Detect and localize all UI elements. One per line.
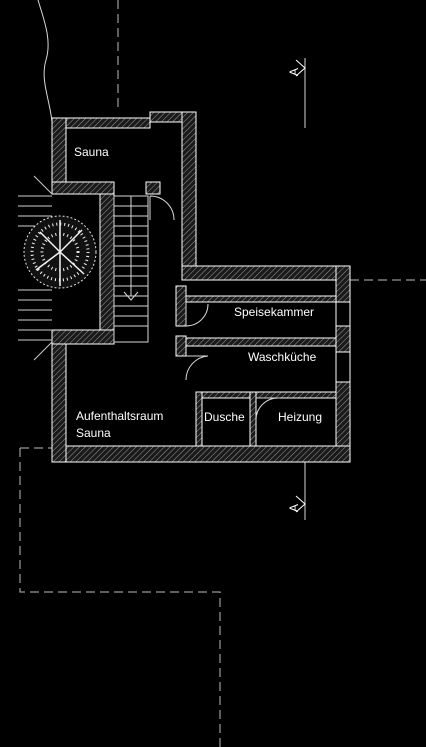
tree-icon	[23, 215, 97, 289]
walls	[51, 111, 351, 463]
room-label-speisekammer: Speisekammer	[234, 305, 314, 319]
staircase	[113, 195, 149, 343]
room-label-waschkueche: Waschküche	[248, 350, 317, 364]
window-right-1	[335, 301, 351, 327]
room-label-sauna: Sauna	[74, 145, 109, 159]
property-lines	[19, 0, 426, 747]
section-arrow-top	[295, 59, 306, 77]
room-label-aufenthalt-2: Sauna	[76, 426, 111, 440]
room-label-dusche: Dusche	[204, 410, 245, 424]
dashed-line-left-lower	[19, 448, 221, 747]
section-marker-top: A	[287, 68, 301, 76]
section-marker-bottom: A	[287, 504, 301, 512]
section-arrow-bottom	[295, 495, 306, 513]
terrain-contour	[37, 0, 53, 123]
room-label-aufenthalt-1: Aufenthaltsraum	[76, 409, 163, 423]
room-label-heizung: Heizung	[278, 410, 322, 424]
window-right-2	[335, 351, 351, 383]
doors	[149, 195, 280, 421]
